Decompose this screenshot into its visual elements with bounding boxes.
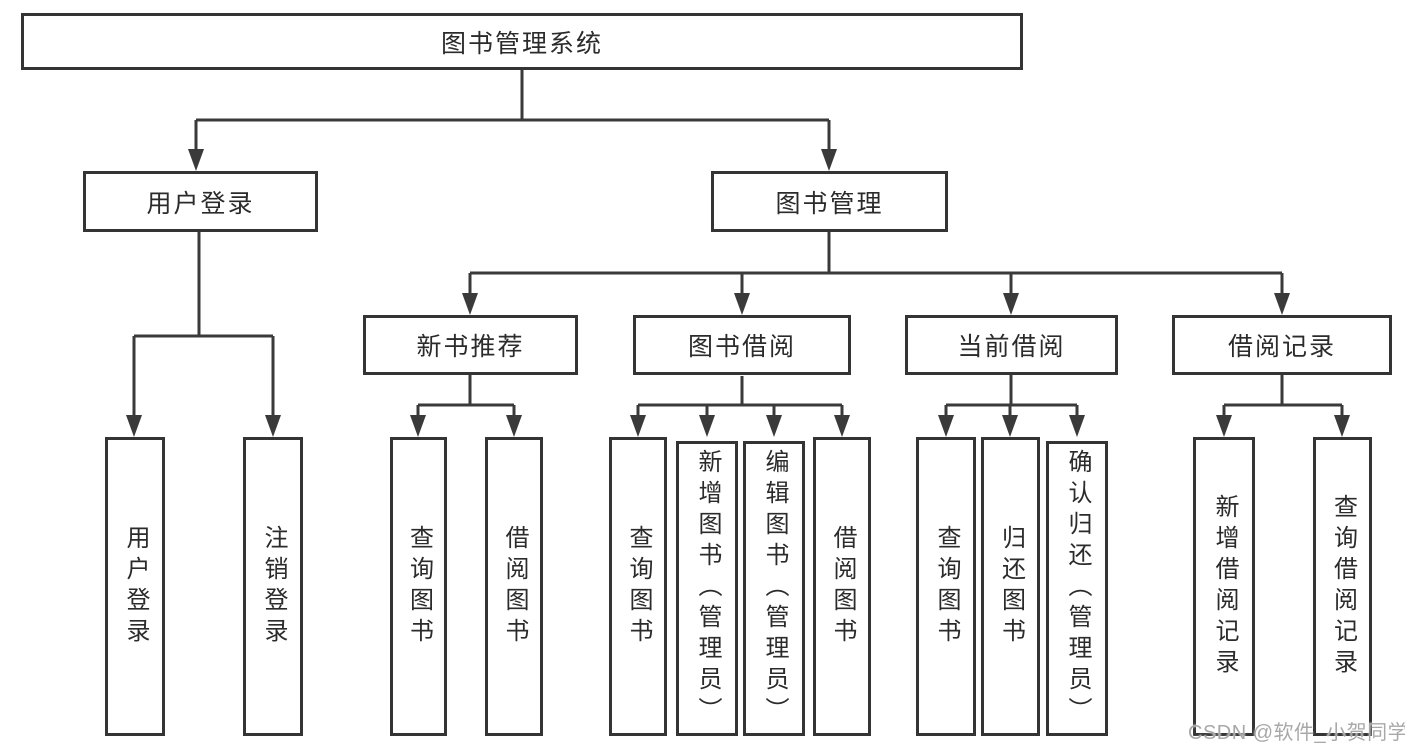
leaf-borrowing-query-books: 查询图书 — [609, 437, 667, 736]
node-label: 归还图书 — [997, 524, 1025, 649]
arrowhead — [699, 415, 715, 437]
leaf-current-query-books: 查询图书 — [916, 437, 976, 736]
node-book-management: 图书管理 — [711, 171, 948, 232]
arrowhead — [1003, 293, 1019, 315]
arrowhead — [462, 293, 478, 315]
arrowhead — [1069, 415, 1085, 437]
arrowhead — [821, 149, 837, 171]
arrowhead — [766, 415, 782, 437]
arrowhead — [1216, 415, 1232, 437]
connector-recommend-to-leaves — [416, 375, 516, 417]
node-new-book-recommend: 新书推荐 — [363, 315, 578, 375]
arrowhead — [834, 415, 850, 437]
arrowhead — [1334, 415, 1350, 437]
connector-bookmgmt-to-level3 — [468, 232, 1284, 295]
node-label: 借阅图书 — [829, 524, 856, 649]
arrowhead — [734, 293, 750, 315]
arrowhead — [410, 415, 426, 437]
node-label: 新增借阅记录 — [1211, 493, 1238, 680]
node-current-borrowing: 当前借阅 — [905, 315, 1118, 375]
arrowhead — [1274, 293, 1290, 315]
node-label: 查询图书 — [933, 524, 960, 649]
leaf-current-confirm-return-admin: 确认归还（管理员） — [1046, 441, 1108, 736]
arrowhead — [265, 415, 281, 437]
node-label: 图书借阅 — [687, 333, 796, 361]
leaf-logout: 注销登录 — [243, 437, 303, 736]
node-label: 新增图书（管理员） — [694, 449, 721, 728]
leaf-recommend-borrow-books: 借阅图书 — [485, 437, 543, 736]
node-label: 用户登录 — [146, 189, 255, 218]
node-label: 借阅记录 — [1227, 333, 1336, 361]
connector-root-to-level2 — [194, 70, 831, 151]
connector-borrow-to-leaves — [636, 376, 844, 417]
node-label: 确认归还（管理员） — [1064, 449, 1091, 728]
node-label: 用户登录 — [122, 524, 149, 649]
csdn-watermark: CSDN @软件_小贺同学 — [1188, 722, 1405, 744]
leaf-borrowing-add-books-admin: 新增图书（管理员） — [676, 441, 738, 736]
leaf-records-query-record: 查询借阅记录 — [1313, 437, 1372, 736]
arrowhead — [1002, 415, 1018, 437]
leaf-current-return-books: 归还图书 — [981, 437, 1040, 736]
node-label: 图书管理系统 — [440, 29, 603, 58]
node-book-borrowing: 图书借阅 — [633, 315, 851, 375]
node-label: 编辑图书（管理员） — [761, 449, 788, 728]
connector-records-to-leaves — [1222, 375, 1344, 417]
arrowhead — [188, 149, 204, 171]
connector-userlogin-to-leaves — [132, 232, 275, 417]
node-borrowing-records: 借阅记录 — [1172, 315, 1392, 375]
leaf-borrowing-borrow-books: 借阅图书 — [813, 437, 871, 736]
node-label: 当前借阅 — [957, 333, 1066, 361]
node-label: 图书管理 — [775, 189, 884, 218]
node-label: 新书推荐 — [416, 333, 525, 361]
node-label: 查询图书 — [405, 524, 433, 649]
leaf-user-login: 用户登录 — [105, 437, 165, 736]
connector-current-to-leaves — [944, 375, 1079, 417]
node-label: 借阅图书 — [501, 524, 528, 649]
node-user-login: 用户登录 — [83, 171, 318, 232]
leaf-borrowing-edit-books-admin: 编辑图书（管理员） — [743, 441, 805, 736]
leaf-records-add-record: 新增借阅记录 — [1193, 437, 1255, 736]
arrowhead — [126, 415, 142, 437]
node-label: 查询图书 — [625, 524, 652, 649]
node-label: 查询借阅记录 — [1329, 493, 1357, 680]
arrowhead — [506, 415, 522, 437]
leaf-recommend-query-books: 查询图书 — [390, 437, 447, 736]
arrowhead — [938, 415, 954, 437]
node-root-library-system: 图书管理系统 — [21, 13, 1023, 70]
arrowhead — [630, 415, 646, 437]
node-label: 注销登录 — [260, 524, 287, 649]
